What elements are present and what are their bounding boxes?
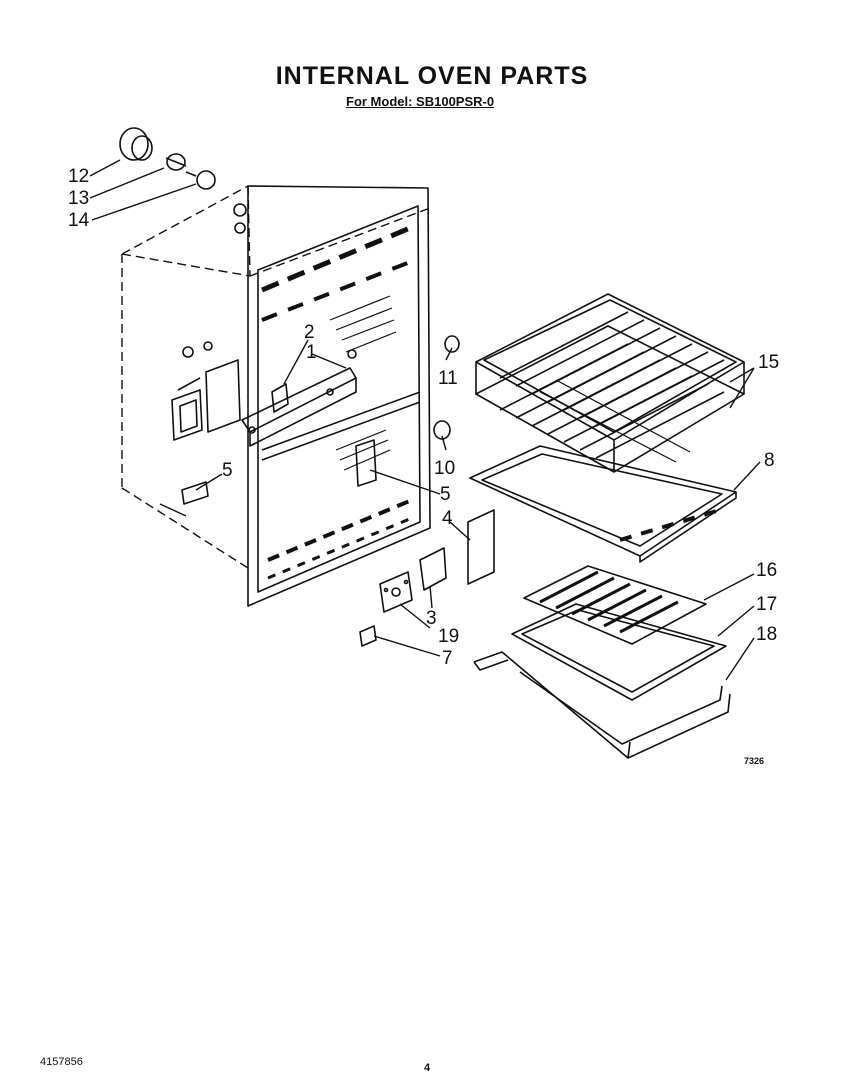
callout-19: 19	[438, 626, 459, 647]
broiler-pan	[511, 603, 727, 701]
callout-4: 4	[442, 508, 453, 529]
callout-10: 10	[434, 458, 455, 479]
callout-18: 18	[756, 624, 777, 645]
oven-knobs	[433, 335, 460, 440]
callout-15: 15	[758, 352, 779, 373]
callout-11: 11	[438, 368, 458, 389]
callout-12: 12	[68, 166, 89, 187]
callout-5-right: 5	[440, 484, 451, 505]
callout-17: 17	[756, 594, 777, 615]
oven-racks	[475, 293, 745, 473]
model-subtitle: For Model: SB100PSR-0	[346, 94, 495, 109]
figure-number: 7326	[744, 756, 765, 766]
oven-front-frame	[233, 185, 431, 607]
rack-support-rail	[241, 367, 357, 447]
oven-door-panel	[469, 445, 737, 563]
callout-3: 3	[426, 608, 437, 629]
oven-light-assembly	[119, 127, 216, 190]
pan-support-frame	[473, 651, 731, 759]
callout-16: 16	[756, 560, 777, 581]
callout-14: 14	[68, 210, 90, 231]
document-number: 4157856	[40, 1056, 83, 1068]
oven-side-panel	[159, 341, 241, 517]
callout-2: 2	[304, 322, 315, 343]
page-title: INTERNAL OVEN PARTS	[275, 62, 589, 90]
page-number: 4	[424, 1062, 431, 1074]
callout-5-left: 5	[222, 460, 233, 481]
broiler-grid	[523, 565, 707, 645]
callout-1: 1	[306, 342, 317, 363]
callout-8: 8	[764, 450, 775, 471]
callout-leader-lines	[89, 159, 761, 681]
small-brackets-plates	[181, 439, 495, 647]
callout-13: 13	[68, 188, 89, 209]
callout-7: 7	[442, 648, 453, 669]
